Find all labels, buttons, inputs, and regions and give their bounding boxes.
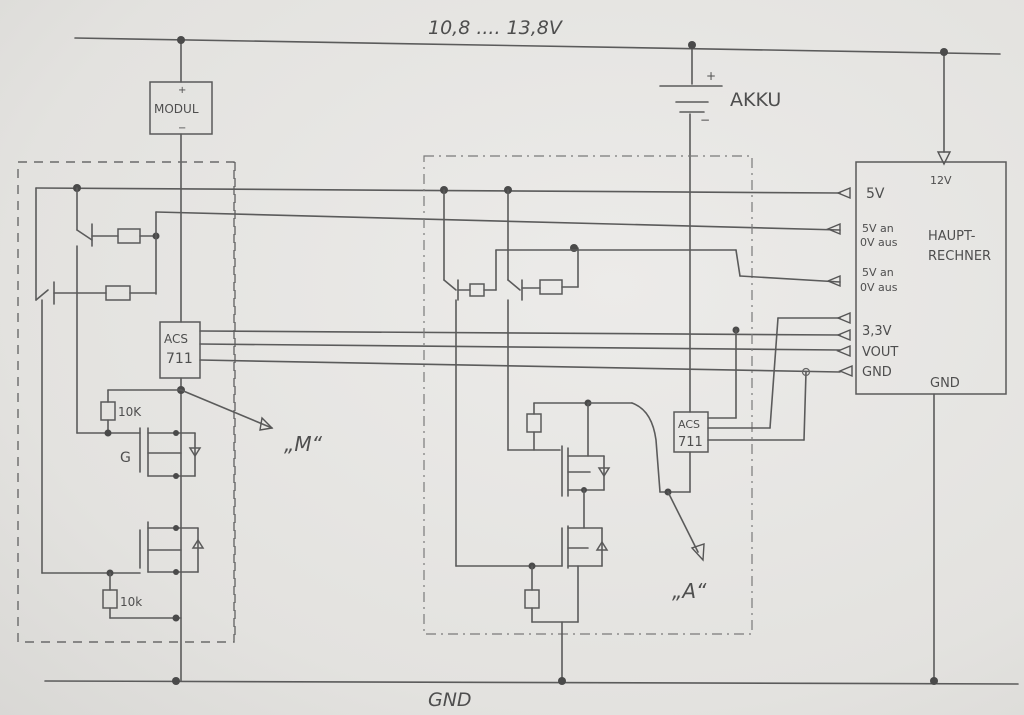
resistor bbox=[469, 283, 485, 297]
module-minus-label: − bbox=[178, 123, 186, 134]
junction-dot bbox=[173, 569, 179, 575]
pin-arrow bbox=[836, 328, 851, 342]
transistor-q3 bbox=[443, 279, 457, 291]
pin-arrow bbox=[836, 186, 851, 200]
probe-m-label: „M“ bbox=[284, 432, 323, 456]
resistor-10k-top-label: 10K bbox=[118, 405, 142, 419]
probe-a-arrowhead bbox=[690, 543, 705, 562]
main-computer-gnd-bottom: GND bbox=[930, 376, 960, 391]
sensor-gnd-line bbox=[199, 359, 841, 373]
pin-arrow bbox=[838, 364, 853, 378]
pin-vout-label: VOUT bbox=[862, 345, 898, 360]
current-sensor-left bbox=[159, 321, 201, 379]
junction-open bbox=[801, 367, 811, 377]
battery-label: AKKU bbox=[730, 89, 781, 111]
main-computer-title-line1: HAUPT- bbox=[928, 229, 976, 244]
pin-arrow bbox=[826, 222, 841, 236]
junction-dot bbox=[173, 473, 179, 479]
main-computer-title-line2: RECHNER bbox=[928, 249, 991, 264]
pulldown-resistor bbox=[524, 589, 540, 609]
switch2-line bbox=[739, 275, 841, 283]
junction-dot bbox=[104, 429, 112, 437]
3v3-line bbox=[199, 330, 841, 336]
junction-dot bbox=[930, 677, 938, 685]
left-circuit-group bbox=[17, 161, 235, 643]
transistor-q1 bbox=[76, 229, 93, 241]
junction-dot bbox=[940, 48, 948, 56]
pin-gnd-label: GND bbox=[862, 365, 892, 380]
wire bbox=[803, 371, 807, 441]
pin-switch2-line2: 0V aus bbox=[860, 281, 898, 294]
battery-plus-label: + bbox=[706, 69, 716, 83]
resistor bbox=[539, 279, 563, 295]
sensor-right-line1: ACS bbox=[678, 418, 700, 431]
junction-dot bbox=[688, 41, 696, 49]
wire bbox=[631, 402, 661, 493]
body-diode bbox=[188, 447, 202, 458]
sensor-right-line2: 711 bbox=[678, 435, 703, 450]
5v-line bbox=[35, 187, 841, 194]
module-plus-label: + bbox=[178, 85, 186, 96]
wire bbox=[769, 317, 779, 429]
wire bbox=[735, 249, 741, 277]
pin-arrow bbox=[826, 274, 841, 288]
junction-dot bbox=[172, 677, 180, 685]
junction-dot bbox=[173, 525, 179, 531]
supply-voltage-label: 10,8 .... 13,8V bbox=[428, 17, 564, 39]
transistor-q2 bbox=[35, 289, 49, 301]
main-computer-box bbox=[855, 161, 1007, 395]
battery-minus-label: − bbox=[700, 113, 710, 127]
pulldown-resistor bbox=[102, 589, 118, 609]
pin-5v-label: 5V bbox=[866, 186, 885, 202]
pin-switch1-line2: 0V aus bbox=[860, 236, 898, 249]
pin-3v3-label: 3,3V bbox=[862, 324, 892, 339]
ground-label: GND bbox=[428, 689, 472, 711]
pin-arrow bbox=[836, 311, 851, 325]
probe-a-label: „A“ bbox=[672, 579, 707, 603]
junction-dot bbox=[172, 614, 180, 622]
main-computer-12v-label: 12V bbox=[930, 174, 952, 187]
12v-input-arrow bbox=[936, 151, 952, 166]
pullup-resistor bbox=[100, 401, 116, 421]
resistor bbox=[526, 413, 542, 433]
probe-m-arrowhead bbox=[259, 416, 274, 431]
probe-m-arrow bbox=[180, 389, 273, 429]
body-diode bbox=[595, 540, 609, 551]
sensor-left-line2: 711 bbox=[166, 351, 193, 367]
resistor bbox=[105, 285, 131, 301]
switch1-line bbox=[155, 211, 841, 231]
body-diode bbox=[191, 538, 205, 549]
body-diode bbox=[597, 467, 611, 478]
pin-arrow bbox=[836, 344, 851, 358]
pin-switch2-line1: 5V an bbox=[862, 266, 894, 279]
probe-a-arrow bbox=[667, 491, 699, 553]
gate-label: G bbox=[120, 450, 131, 466]
current-sensor-right bbox=[673, 411, 709, 453]
module-label: MODUL bbox=[154, 102, 199, 116]
junction-dot bbox=[173, 430, 179, 436]
transistor-q4 bbox=[507, 279, 521, 291]
junction-dot bbox=[558, 677, 566, 685]
vout-line bbox=[199, 343, 841, 351]
supply-rail bbox=[74, 37, 1001, 55]
pin-switch1-line1: 5V an bbox=[862, 222, 894, 235]
ground-rail bbox=[44, 680, 1019, 685]
resistor bbox=[117, 228, 141, 244]
junction-dot bbox=[177, 36, 185, 44]
resistor-10k-bottom-label: 10k bbox=[120, 595, 142, 609]
sensor-left-line1: ACS bbox=[164, 332, 188, 346]
right-circuit-group bbox=[423, 155, 753, 635]
